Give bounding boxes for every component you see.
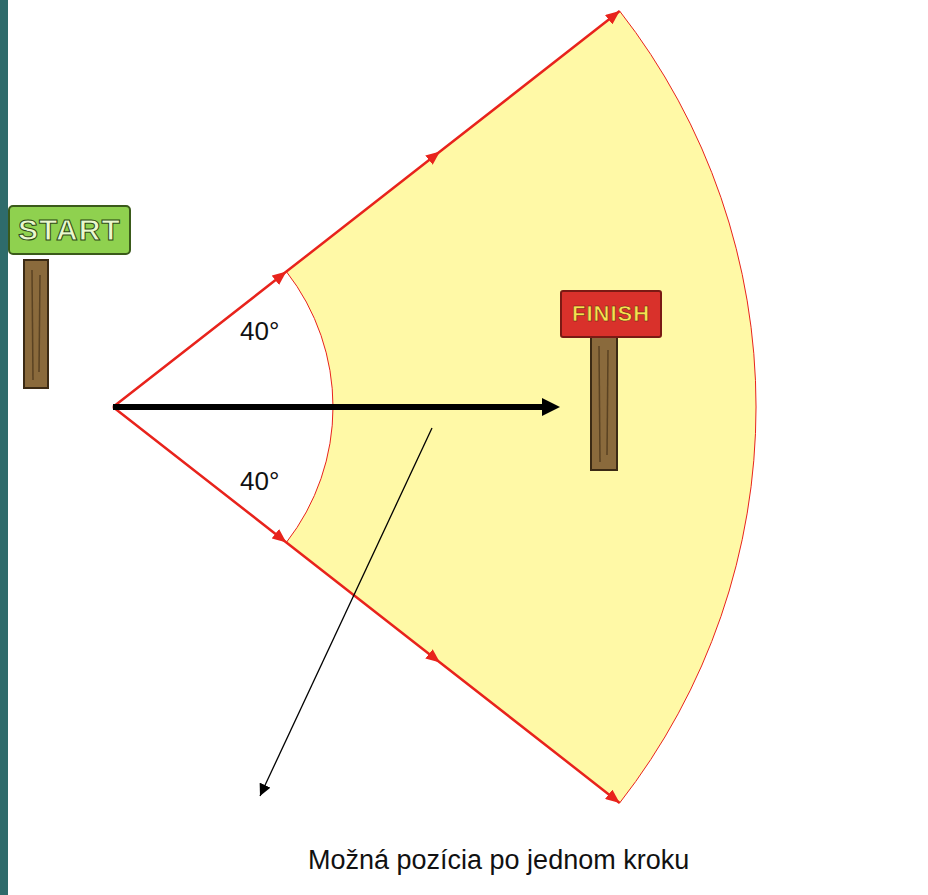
sign-text: START [8,205,131,255]
boundary-ray [113,407,620,803]
sign-text: FINISH [560,290,662,338]
direction-arrow [113,398,560,416]
leader-line [260,428,432,796]
wood-grain [599,346,600,462]
sign-post [24,260,48,388]
angle-label: 40° [240,466,279,497]
boundary-ray [113,11,620,407]
sign-post [591,336,617,470]
caption-label: Možná pozícia po jednom kroku [308,845,689,876]
side-strip [0,0,8,895]
start-sign: START [8,205,131,407]
wood-grain [607,350,608,455]
arrow-head [542,398,560,416]
wood-grain [39,275,40,372]
wood-grain [32,270,33,380]
arrow-shaft [113,404,543,410]
finish-sign: FINISH [560,290,666,470]
angle-label: 40° [240,316,279,347]
